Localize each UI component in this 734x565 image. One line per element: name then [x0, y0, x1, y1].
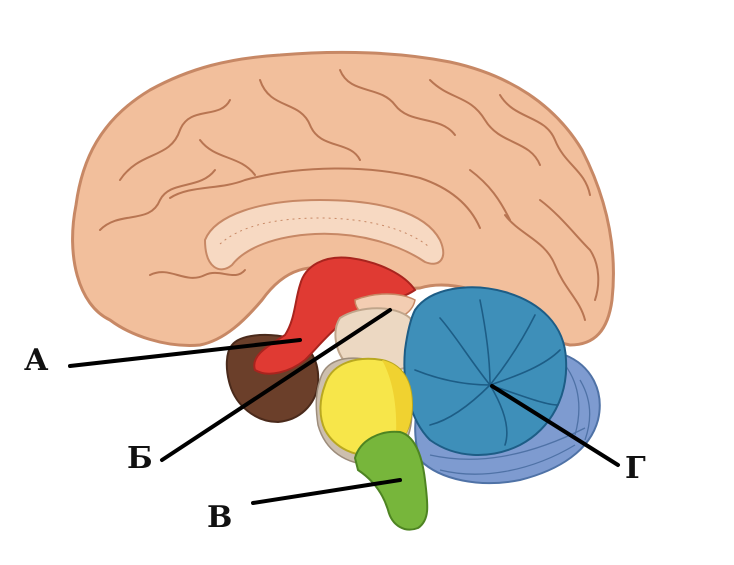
cerebellum-posterior-folia [429, 364, 591, 475]
label-v: В [207, 500, 232, 535]
cerebrum-cortex [71, 50, 615, 347]
label-g: Г [625, 451, 646, 486]
leader-line-a [68, 338, 302, 368]
leader-line-v [251, 478, 402, 505]
cerebellum [403, 286, 568, 456]
label-a: А [24, 343, 49, 378]
corpus-callosum [203, 198, 445, 271]
leader-line-g [490, 384, 620, 467]
label-b: Б [127, 441, 153, 476]
cortex-folds [99, 69, 600, 321]
leader-line-b [160, 308, 392, 462]
pons-posterior [382, 360, 412, 448]
